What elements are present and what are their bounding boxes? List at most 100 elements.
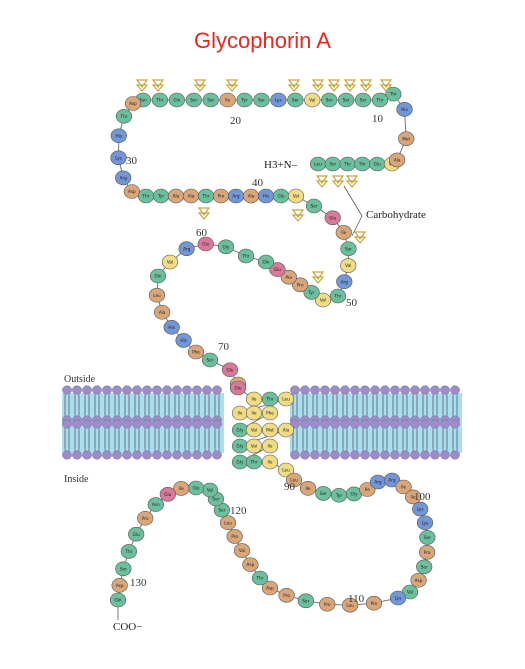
residue-label: Gln [173,98,180,103]
residue-57: Gly [217,239,235,255]
residue-52: Pro [292,277,309,293]
c-terminus-label: COO− [113,621,142,633]
lipid-tail [84,396,90,416]
residue-36: Thr [197,188,215,204]
residue-66: Phe [187,344,205,360]
residue-label: Phe [192,350,200,355]
carbohydrate-layer [135,79,393,284]
lipid-head [400,419,410,429]
residue-circle [416,515,434,531]
residue-label: His [116,133,123,138]
residue-circle [202,92,219,108]
lipid-tail [74,396,80,416]
lipid-head [430,450,440,460]
residue-circle [340,258,357,273]
residue-26: Asp [124,96,142,111]
residue-label: Thr [155,98,163,103]
residue-circle [261,422,279,438]
residue-label: Leu [314,162,322,167]
lipid-head [300,385,310,395]
residue-39: Ala [242,188,260,204]
lipid-tail [412,431,418,451]
residue-46: Ser [340,241,357,257]
lipid-head [162,385,172,395]
residue-label: Pro [283,593,290,598]
residue-label: Thr [124,549,132,554]
residue-101: Pro [419,544,436,560]
residue-55: Gln [257,254,275,270]
residue-1: Leu [309,156,327,172]
residue-95: Arg [383,472,401,488]
residue-circle [226,529,243,544]
residue-label: Val [239,548,245,553]
residue-label: Thr [376,98,384,103]
position-number-130: 130 [130,577,147,589]
lipid-tail [164,431,170,451]
residue-label: Thr [202,194,210,199]
residue-100: Ser [419,530,436,545]
carbohydrate-icon [291,209,305,222]
lipid-tail [312,431,318,451]
lipid-tail [154,396,160,416]
lipid-tail [194,431,200,451]
lipid-head [212,450,222,460]
lipid-head [102,450,112,460]
residue-123: Asn [147,497,164,512]
residue-56: Thr [237,248,255,264]
residue-label: Asp [116,583,124,588]
lipid-head [400,385,410,395]
residue-98: Lys [412,501,429,517]
residue-27: Thr [115,108,133,124]
residue-17: Lys [270,92,287,108]
residue-35: Ala [182,188,200,204]
residue-74: Ile [231,405,249,421]
residue-label: Ser [343,98,350,103]
residue-125: Glu [128,526,145,542]
residue-label: Lys [422,520,429,525]
residue-88: Leu [285,472,303,488]
lipid-head [162,450,172,460]
residue-circle [187,344,205,360]
residue-label: His [401,107,408,112]
residue-label: Arg [388,478,396,483]
lipid-head [142,419,152,429]
residue-label: Leu [153,293,161,298]
outside-label: Outside [64,374,96,385]
residue-label: Met [266,428,274,433]
residue-label: Ala [283,428,290,433]
residue-circle [261,580,279,596]
residue-label: Lys [115,155,122,160]
residue-label: Ile [411,494,416,499]
lipid-head [380,385,390,395]
residue-layer: LeuSerThrThrGluValAlaMetHisThrThrSerSerS… [109,86,436,613]
carbohydrate-icon [327,79,341,92]
residue-circle [257,254,275,270]
carbohydrate-pointer [343,185,363,217]
lipid-head [192,385,202,395]
residue-label: Ala [248,194,255,199]
residue-circle [219,92,236,108]
lipid-head [350,385,360,395]
lipid-head [340,385,350,395]
residue-circle [270,92,287,108]
residue-40: His [257,188,275,204]
residue-label: Gly [223,244,230,249]
residue-label: Pro [142,516,149,521]
residue-54: Glu [269,262,286,277]
lipid-tail [154,431,160,451]
lipid-head [172,450,182,460]
lipid-tail [322,396,328,416]
residue-67: Ser [201,352,219,368]
lipid-tail [94,396,100,416]
residue-label: Tyr [335,493,342,498]
residue-label: Arg [374,480,382,485]
lipid-head [212,419,222,429]
residue-2: Ser [324,156,341,172]
residue-circle [319,596,336,612]
residue-circle [137,510,154,526]
carbohydrate-pointer [351,215,363,237]
lipid-tail [114,396,120,416]
residue-circle [269,262,286,277]
lipid-head [182,385,192,395]
lipid-head [340,450,350,460]
